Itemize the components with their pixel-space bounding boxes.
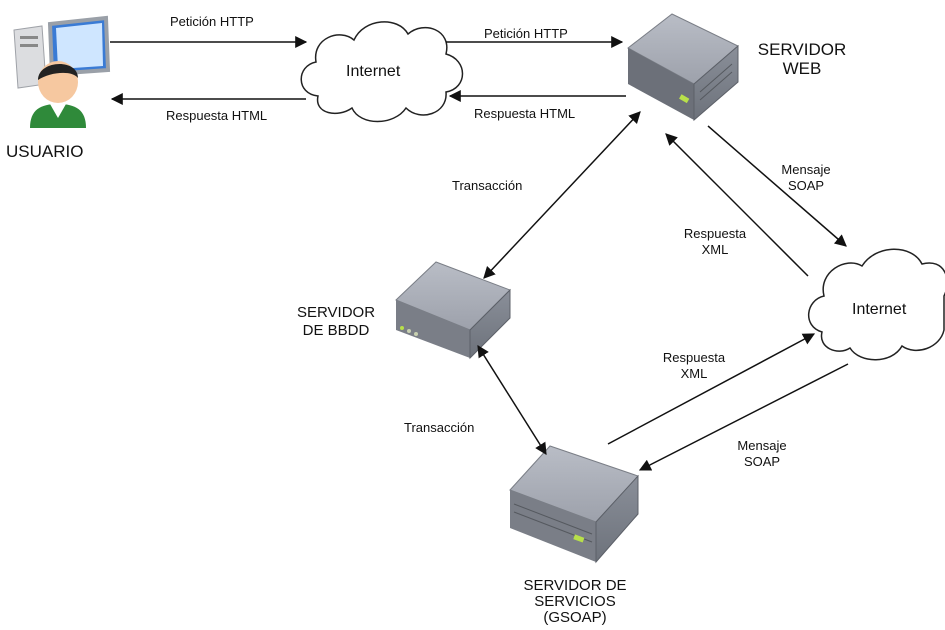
servidor-bbdd-line-1: SERVIDOR (296, 304, 376, 321)
mensaje-soap-2-line-2: SOAP (743, 454, 781, 469)
servidor-bbdd-icon (395, 261, 511, 360)
internet-right-label: Internet (852, 301, 907, 318)
servidor-web-label: SERVIDOR WEB (752, 40, 852, 78)
peticion-http-label-1: Petición HTTP (170, 14, 254, 29)
mensaje-soap-label-2: Mensaje SOAP (732, 438, 792, 470)
arrow-mensaje-soap-1 (707, 125, 847, 247)
respuesta-xml-2-line-2: XML (680, 366, 708, 381)
mensaje-soap-1-line-2: SOAP (787, 178, 825, 193)
servidor-web-line-2: WEB (782, 59, 822, 78)
internet-top-label: Internet (346, 63, 401, 80)
peticion-http-label-2: Petición HTTP (484, 26, 568, 41)
servidor-web-icon (627, 13, 739, 122)
servidor-servicios-label: SERVIDOR DE SERVICIOS (GSOAP) (512, 578, 638, 626)
mensaje-soap-1-line-1: Mensaje (781, 162, 831, 177)
mensaje-soap-2-line-1: Mensaje (737, 438, 787, 453)
servidor-servicios-line-3: (GSOAP) (543, 609, 607, 626)
arrow-transaccion-web-bbdd (483, 111, 641, 279)
transaccion-label-1: Transacción (452, 178, 523, 193)
respuesta-html-label-1: Respuesta HTML (166, 108, 268, 123)
respuesta-xml-1-line-2: XML (701, 242, 729, 257)
servidor-web-line-1: SERVIDOR (757, 40, 847, 59)
servidor-servicios-icon (509, 445, 639, 564)
usuario-label: USUARIO (6, 142, 84, 161)
internet-cloud-top (300, 21, 464, 123)
respuesta-html-label-2: Respuesta HTML (474, 106, 576, 121)
respuesta-xml-label-1: Respuesta XML (680, 226, 750, 258)
arrow-transaccion-bbdd-servicios (477, 344, 547, 456)
mensaje-soap-label-1: Mensaje SOAP (776, 162, 836, 194)
transaccion-label-2: Transacción (404, 420, 475, 435)
servidor-servicios-line-2: SERVICIOS (534, 593, 616, 610)
servidor-bbdd-label: SERVIDOR DE BBDD (286, 304, 386, 340)
arrow-mensaje-soap-2 (638, 363, 849, 471)
internet-cloud-right (807, 248, 945, 361)
usuario-icon (13, 15, 111, 128)
arrow-respuesta-xml-2 (607, 333, 816, 445)
respuesta-xml-1-line-1: Respuesta (683, 226, 747, 241)
respuesta-xml-label-2: Respuesta XML (656, 350, 732, 382)
servidor-bbdd-line-2: DE BBDD (302, 322, 370, 339)
respuesta-xml-2-line-1: Respuesta (662, 350, 726, 365)
servidor-servicios-line-1: SERVIDOR DE (523, 577, 627, 594)
arrow-respuesta-xml-1 (665, 133, 809, 277)
